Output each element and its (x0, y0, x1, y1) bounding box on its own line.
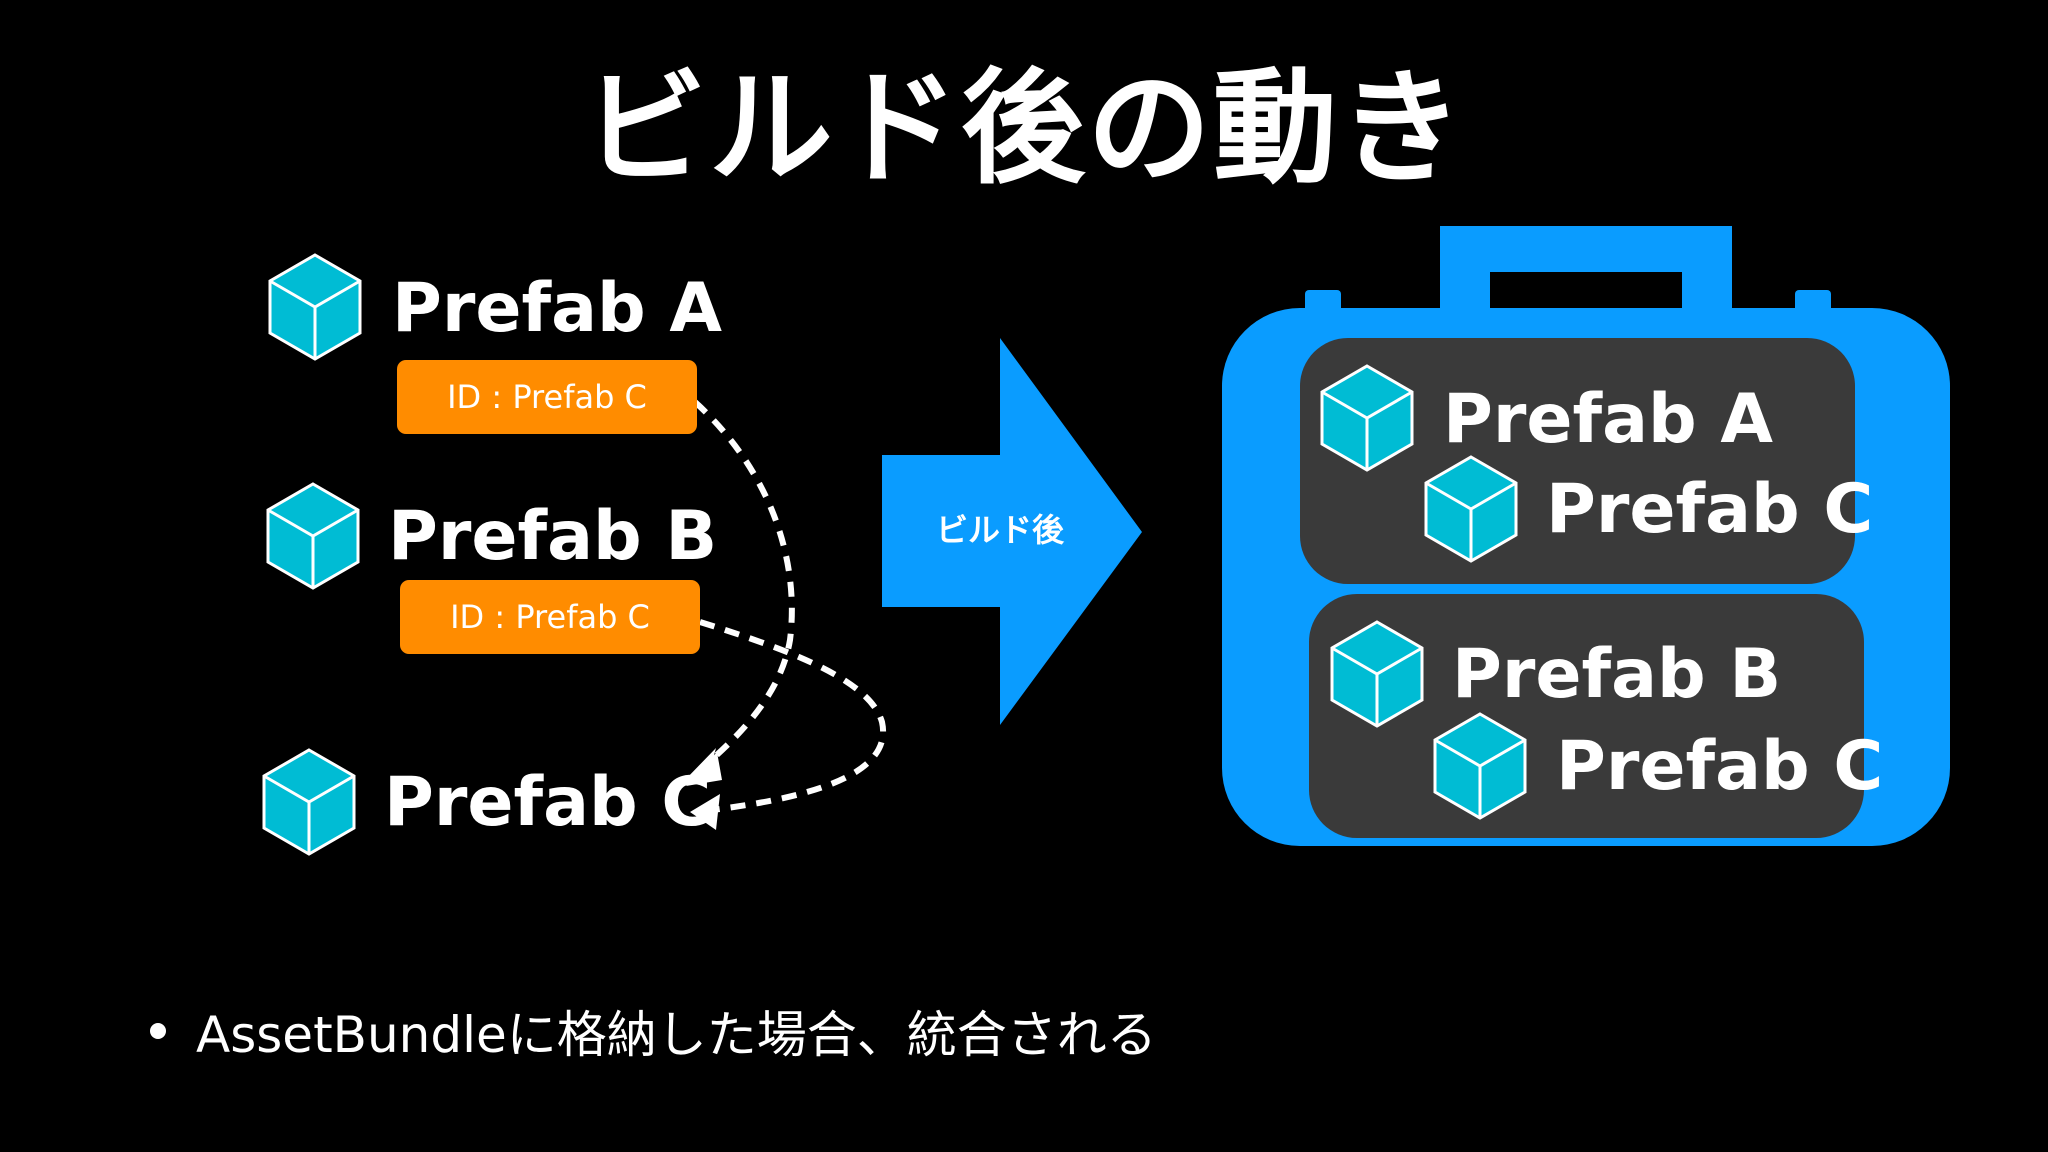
build-arrow-label: ビルド後 (935, 511, 1064, 549)
arrowhead-to-prefab-c-2 (690, 794, 720, 830)
id-tag-a: ID : Prefab C (397, 360, 697, 434)
arrowhead-to-prefab-c-1 (683, 748, 716, 782)
cube-icon (266, 482, 360, 590)
bullet-text: AssetBundleに格納した場合、統合される (196, 1006, 1157, 1064)
cube-icon (1320, 364, 1414, 472)
bundle-prefab-b-label: Prefab B (1452, 635, 1782, 714)
cube-icon (262, 748, 356, 856)
prefab-c-label: Prefab C (384, 763, 712, 842)
cube-icon (268, 253, 362, 361)
cube-icon (1433, 712, 1527, 820)
prefab-b-label: Prefab B (388, 497, 718, 576)
prefab-a-label: Prefab A (392, 269, 722, 348)
id-tag-b: ID : Prefab C (400, 580, 700, 654)
bullet-point: AssetBundleに格納した場合、統合される (150, 995, 1157, 1067)
slide-title: ビルド後の動き (582, 57, 1465, 201)
bundle-prefab-a-label: Prefab A (1443, 380, 1773, 459)
cube-icon (1330, 620, 1424, 728)
bullet-dot-icon (150, 1023, 166, 1039)
bundle-prefab-c-label-1: Prefab C (1546, 470, 1874, 549)
bundle-prefab-c-label-2: Prefab C (1556, 727, 1884, 806)
cube-icon (1424, 455, 1518, 563)
